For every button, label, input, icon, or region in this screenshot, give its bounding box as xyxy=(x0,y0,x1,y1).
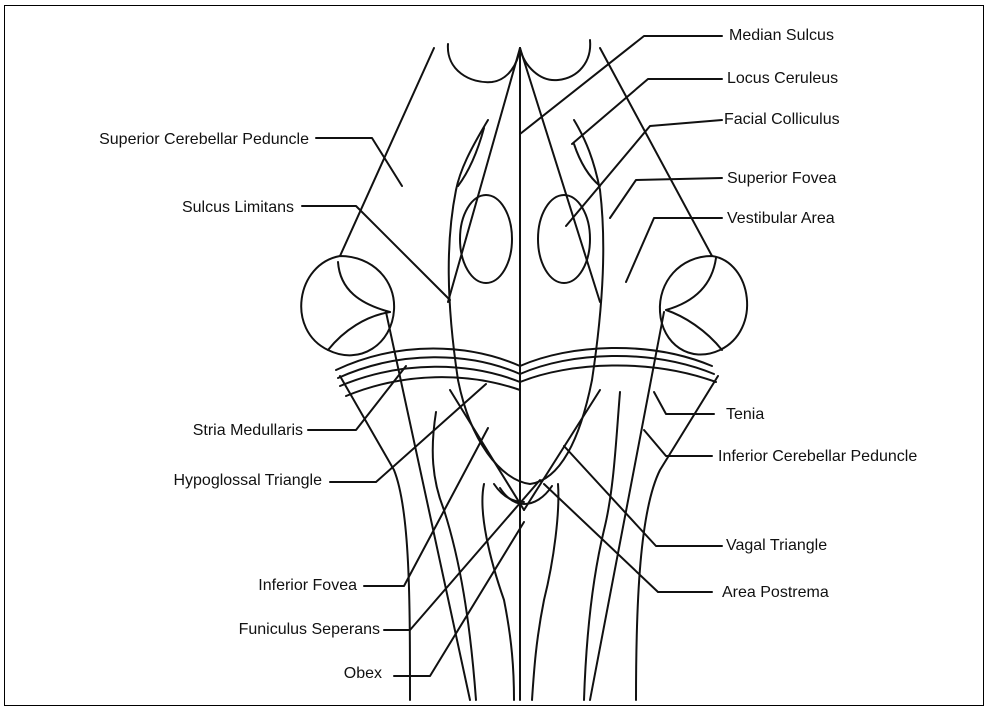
left-lateral-side xyxy=(340,376,410,700)
label-superior-cerebellar-peduncle: Superior Cerebellar Peduncle xyxy=(99,131,309,149)
left-locus-curve xyxy=(458,128,484,186)
stria-band-4 xyxy=(346,377,520,396)
sulcus-limitans-leader xyxy=(302,206,450,300)
right-apex-diagonal xyxy=(520,48,600,302)
label-locus-ceruleus: Locus Ceruleus xyxy=(727,70,838,88)
right-locus-curve xyxy=(574,144,600,186)
facial-colliculus-leader xyxy=(566,120,722,226)
stria-band-3 xyxy=(340,365,716,386)
label-sulcus-limitans: Sulcus Limitans xyxy=(182,199,294,217)
leader-lines xyxy=(302,36,722,676)
left-vagal-line xyxy=(450,390,524,510)
left-apex-diagonal xyxy=(448,48,520,302)
label-hypoglossal-triangle: Hypoglossal Triangle xyxy=(173,472,322,490)
right-sulcus-limitans-line xyxy=(590,312,664,700)
label-stria-medullaris: Stria Medullaris xyxy=(193,422,303,440)
left-facial-colliculus-oval xyxy=(460,195,512,283)
label-tenia: Tenia xyxy=(726,406,764,424)
right-top-lobe xyxy=(520,40,590,80)
right-circle-inner-1 xyxy=(666,258,716,310)
left-circle-inner-2 xyxy=(328,312,390,350)
label-obex: Obex xyxy=(344,665,382,683)
label-area-postrema: Area Postrema xyxy=(722,584,829,602)
label-inferior-fovea: Inferior Fovea xyxy=(258,577,357,595)
label-inferior-cerebellar-peduncle: Inferior Cerebellar Peduncle xyxy=(718,448,917,466)
floor-outline xyxy=(449,120,604,484)
stria-medullaris-leader xyxy=(308,366,406,430)
right-vagal-line xyxy=(524,390,600,510)
label-facial-colliculus: Facial Colliculus xyxy=(724,111,840,129)
vagal-triangle-leader xyxy=(564,446,722,546)
inferior-cerebellar-peduncle-leader xyxy=(644,430,712,456)
label-vagal-triangle: Vagal Triangle xyxy=(726,537,827,555)
right-lateral-circle xyxy=(660,256,747,355)
superior-fovea-leader xyxy=(610,178,722,218)
label-funiculus-seperans: Funiculus Seperans xyxy=(239,621,380,639)
left-top-lobe xyxy=(448,44,520,82)
right-inner-curve-1 xyxy=(584,392,620,700)
label-vestibular-area: Vestibular Area xyxy=(727,210,835,228)
left-circle-inner-1 xyxy=(338,262,390,312)
label-superior-fovea: Superior Fovea xyxy=(727,170,836,188)
right-inner-curve-2 xyxy=(532,484,558,700)
label-median-sulcus: Median Sulcus xyxy=(729,27,834,45)
left-outer-peduncle xyxy=(340,48,434,256)
left-lateral-circle xyxy=(301,256,394,355)
